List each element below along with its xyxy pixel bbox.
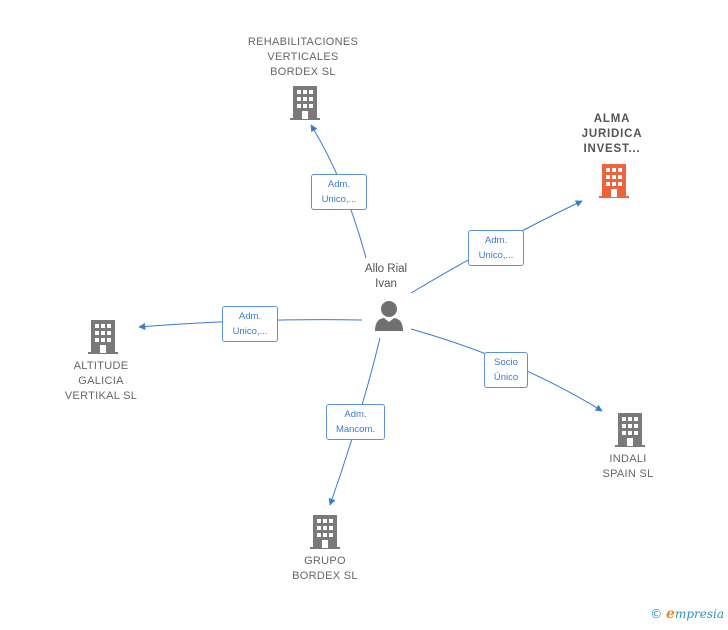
building-icon-altitude[interactable]: [88, 320, 118, 354]
building-icon-indali[interactable]: [615, 413, 645, 447]
edge-label-indali[interactable]: Socio Único: [484, 352, 528, 388]
company-label-line: VERTICALES: [267, 51, 339, 63]
person-name-line1: Allo Rial: [364, 263, 408, 275]
edge-label-line1: Adm.: [484, 235, 508, 246]
brand-text: mpresia: [674, 607, 724, 621]
edge-label-line2: Unico,...: [478, 250, 514, 261]
edge-label-line1: Adm.: [327, 179, 351, 190]
company-label-alma[interactable]: ALMA JURIDICA INVEST...: [562, 112, 662, 157]
company-label-rehabilitaciones[interactable]: REHABILITACIONES VERTICALES BORDEX SL: [228, 35, 378, 80]
copyright-icon: ©: [650, 607, 663, 621]
company-label-line: GRUPO: [304, 555, 346, 567]
company-label-line: BORDEX SL: [270, 66, 336, 78]
building-icon-alma[interactable]: [598, 164, 630, 198]
edge-label-line1: Adm.: [238, 311, 262, 322]
edge-label-altitude[interactable]: Adm. Unico,...: [222, 306, 278, 342]
company-label-line: SPAIN SL: [602, 468, 654, 480]
building-icon-rehabilitaciones[interactable]: [290, 86, 320, 120]
company-label-indali[interactable]: INDALI SPAIN SL: [578, 452, 678, 482]
person-name-line2: Ivan: [375, 278, 397, 290]
person-name[interactable]: Allo Rial Ivan: [346, 262, 426, 292]
company-label-line: JURIDICA: [581, 128, 643, 140]
company-label-grupo[interactable]: GRUPO BORDEX SL: [275, 554, 375, 584]
brand-e: e: [666, 606, 675, 622]
company-label-line: REHABILITACIONES: [247, 36, 359, 48]
edge-label-line2: Único: [493, 372, 519, 383]
edge-label-line2: Mancom.: [335, 424, 376, 435]
building-icon-grupo[interactable]: [310, 515, 340, 549]
edge-label-line1: Socio: [494, 357, 518, 368]
company-label-line: VERTIKAL SL: [64, 390, 138, 402]
person-icon[interactable]: [374, 300, 404, 332]
edge-label-line2: Unico,...: [232, 326, 268, 337]
company-label-line: GALICIA: [78, 375, 124, 387]
company-label-line: INVEST...: [583, 143, 641, 155]
edge-label-grupo[interactable]: Adm. Mancom.: [326, 404, 385, 440]
company-label-altitude[interactable]: ALTITUDE GALICIA VERTIKAL SL: [46, 359, 156, 404]
company-label-line: INDALI: [609, 453, 647, 465]
company-label-line: BORDEX SL: [292, 570, 358, 582]
edge-label-line2: Unico,...: [321, 194, 357, 205]
company-label-line: ALTITUDE: [73, 360, 129, 372]
edge-label-line1: Adm.: [344, 409, 367, 420]
company-label-line: ALMA: [593, 113, 631, 125]
edge-label-rehabilitaciones[interactable]: Adm. Unico,...: [311, 174, 367, 210]
edge-label-alma[interactable]: Adm. Unico,...: [468, 230, 524, 266]
empresia-watermark[interactable]: © empresia: [650, 606, 724, 622]
